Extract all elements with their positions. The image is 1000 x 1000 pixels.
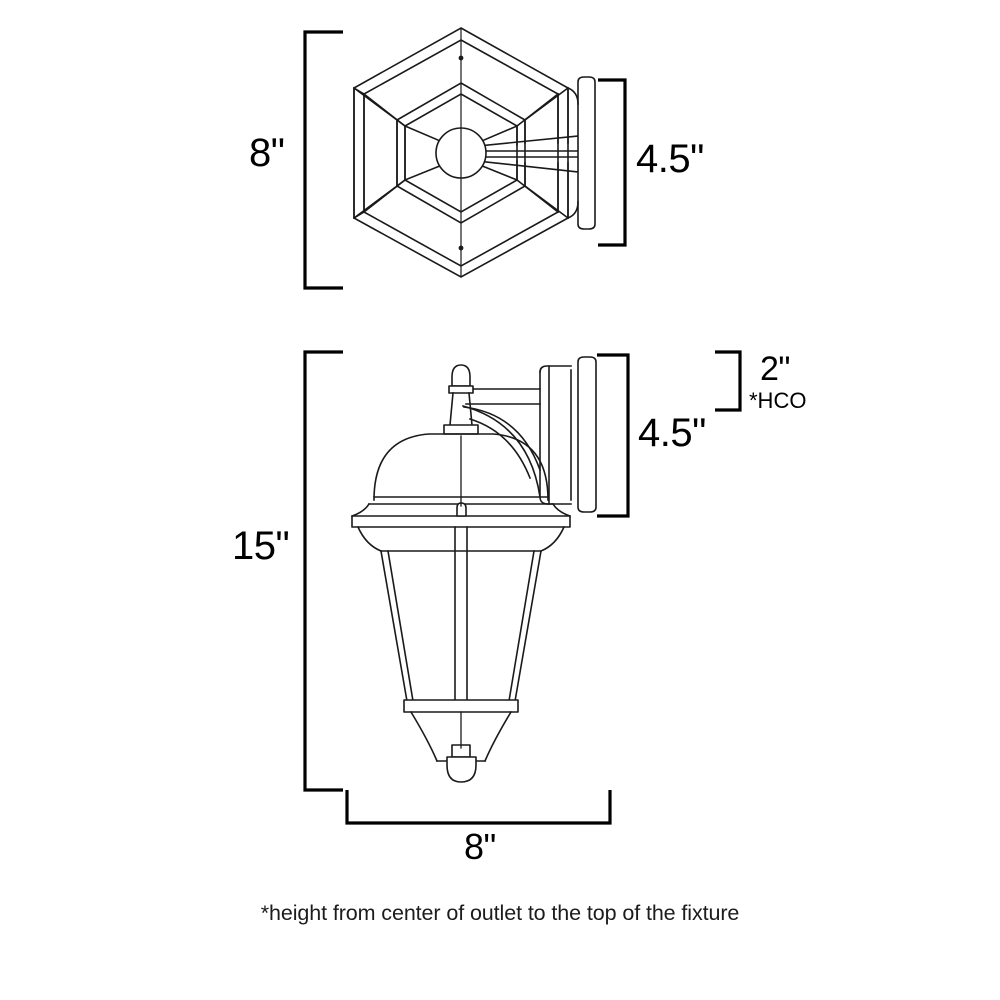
side-view-bottom-skirt-right [483, 710, 513, 763]
top-view-rib-upper-left-b [362, 92, 407, 128]
top-view-wall-plate [577, 76, 596, 230]
side-view-body-right-outer [513, 550, 542, 708]
main-width-dimension-label: 8" [464, 826, 496, 867]
top-view-rib-lower-left-b [362, 178, 407, 214]
side-view-dimension-lines [303, 350, 742, 825]
side-view-scroll-outer [462, 405, 541, 498]
hco-dimension-note: *HCO [749, 388, 807, 413]
side-view-finial-neck-left [449, 392, 454, 426]
side-view-top-finial-collar [448, 385, 474, 394]
top-view-rib-lower-right-b [515, 178, 560, 214]
top-view-plate-join-lower [566, 201, 579, 220]
side-view-dome-skirt-left [350, 502, 371, 518]
side-view-finial-base-plate [443, 424, 479, 435]
side-view-bottom-finial-acorn [446, 756, 477, 783]
top-view-dimension-lines [303, 30, 627, 290]
top-view-plate-join-upper [566, 86, 579, 105]
side-view-top-finial-acorn [451, 364, 471, 387]
side-view-scroll-mid [468, 417, 532, 480]
hco-dimension-label: 2" [760, 350, 790, 388]
hco-dimension-bracket [715, 350, 742, 412]
side-view-figure [350, 356, 597, 783]
top-view-rib-upper-right-b [515, 92, 560, 128]
side-view-mount-bottom-cap [539, 496, 572, 505]
top-view-figure [352, 27, 596, 278]
main-depth-dimension-bracket [597, 353, 630, 518]
side-view-shoulder-left [356, 525, 383, 553]
top-view-arm-top-edge [467, 135, 579, 148]
side-view-body-right-inner [507, 550, 535, 708]
top-view-center-dot-lower [458, 245, 464, 251]
top-depth-dimension-bracket [598, 78, 627, 247]
top-view-center-dot-upper [458, 55, 464, 61]
top-height-dimension-bracket [303, 30, 343, 290]
footnote-text: *height from center of outlet to the top… [260, 901, 740, 925]
side-view-scroll-inner [463, 406, 542, 472]
side-view-body-left-inner [387, 550, 415, 708]
main-depth-dimension-label: 4.5" [638, 411, 706, 455]
top-depth-dimension-label: 4.5" [636, 137, 704, 181]
side-view-dome-outline [373, 433, 549, 501]
main-width-dimension-bracket [345, 790, 612, 825]
side-view-body-left-outer [380, 550, 409, 708]
top-height-dimension-label: 8" [249, 131, 285, 175]
side-view-wall-plate [577, 356, 597, 513]
side-view-finial-neck-right [468, 392, 473, 426]
side-view-bottom-skirt-left [409, 710, 439, 763]
main-height-dimension-bracket [303, 350, 343, 792]
side-view-shoulder-right [539, 525, 566, 553]
side-view-mount-top-cap [539, 365, 572, 373]
side-view-dome-skirt-right [551, 502, 572, 518]
top-view-arm-bottom-edge [467, 159, 579, 173]
side-view-bottom-rail [403, 699, 519, 713]
side-view-top-rail [351, 515, 571, 528]
main-height-dimension-label: 15" [232, 524, 290, 568]
